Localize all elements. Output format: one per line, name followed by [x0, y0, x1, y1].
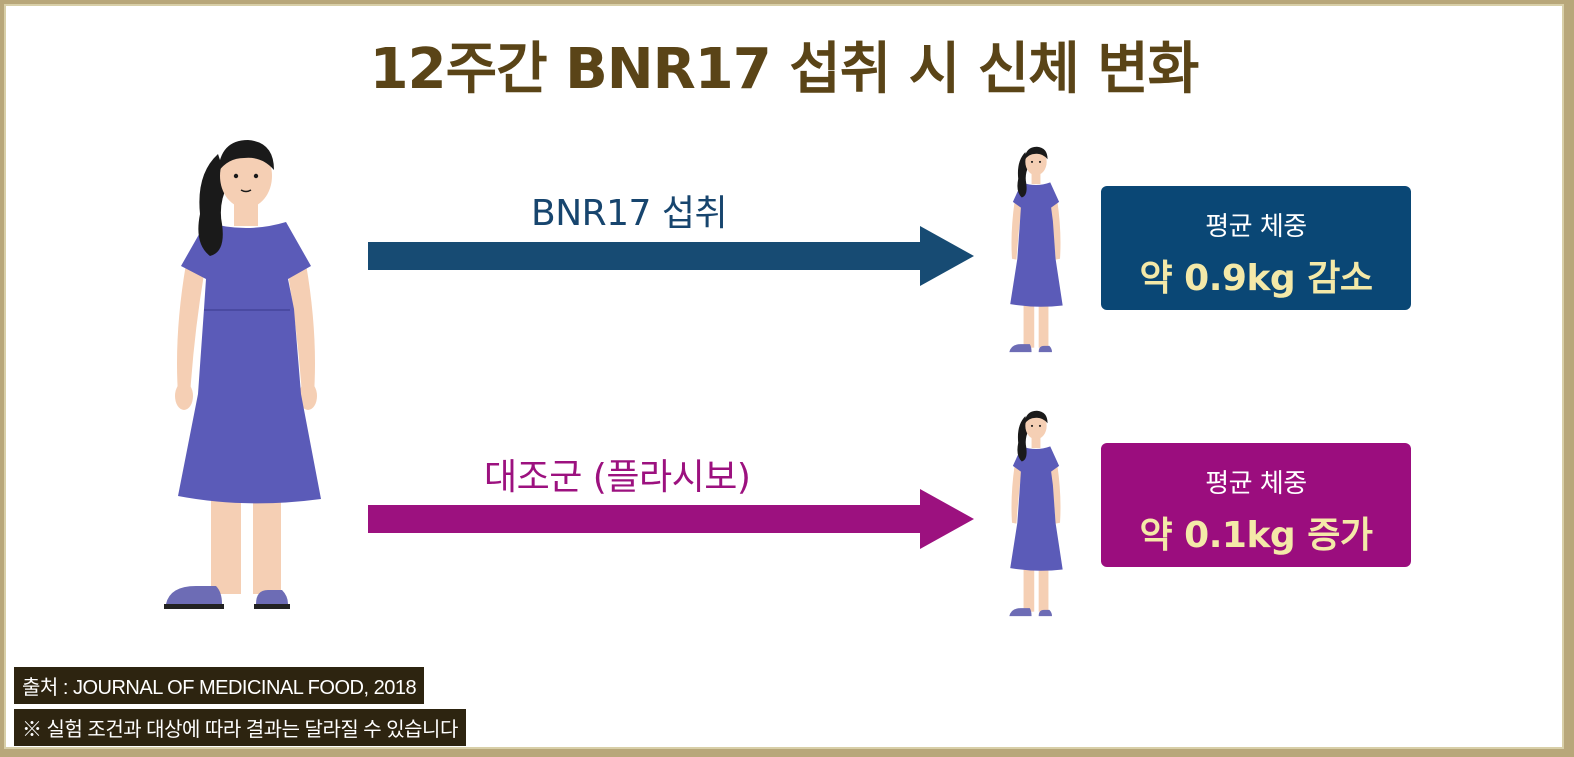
result-caption: 평균 체중	[1205, 212, 1307, 242]
woman-after-placebo-illustration	[1009, 410, 1063, 617]
source-caption: 출처 : JOURNAL OF MEDICINAL FOOD, 2018	[14, 667, 425, 704]
infographic-frame: 12주간 BNR17 섭취 시 신체 변화 BNR17 섭취	[4, 4, 1564, 749]
result-caption: 평균 체중	[1205, 469, 1307, 499]
disclaimer-caption: ※ 실험 조건과 대상에 따라 결과는 달라질 수 있습니다	[14, 709, 466, 746]
arrow-label-bnr17: BNR17 섭취	[531, 193, 728, 234]
result-box-placebo: 평균 체중 약 0.1kg 증가	[1101, 443, 1411, 567]
result-value: 약 0.9kg 감소	[1139, 258, 1373, 299]
result-box-bnr17: 평균 체중 약 0.9kg 감소	[1101, 186, 1411, 310]
woman-after-bnr17-illustration	[1009, 146, 1063, 353]
woman-before-illustration	[164, 140, 321, 609]
page-title: 12주간 BNR17 섭취 시 신체 변화	[369, 37, 1200, 102]
result-value: 약 0.1kg 증가	[1139, 515, 1373, 556]
arrow-placebo	[368, 489, 974, 549]
arrow-bnr17	[368, 226, 974, 286]
arrow-label-placebo: 대조군 (플라시보)	[484, 457, 751, 498]
